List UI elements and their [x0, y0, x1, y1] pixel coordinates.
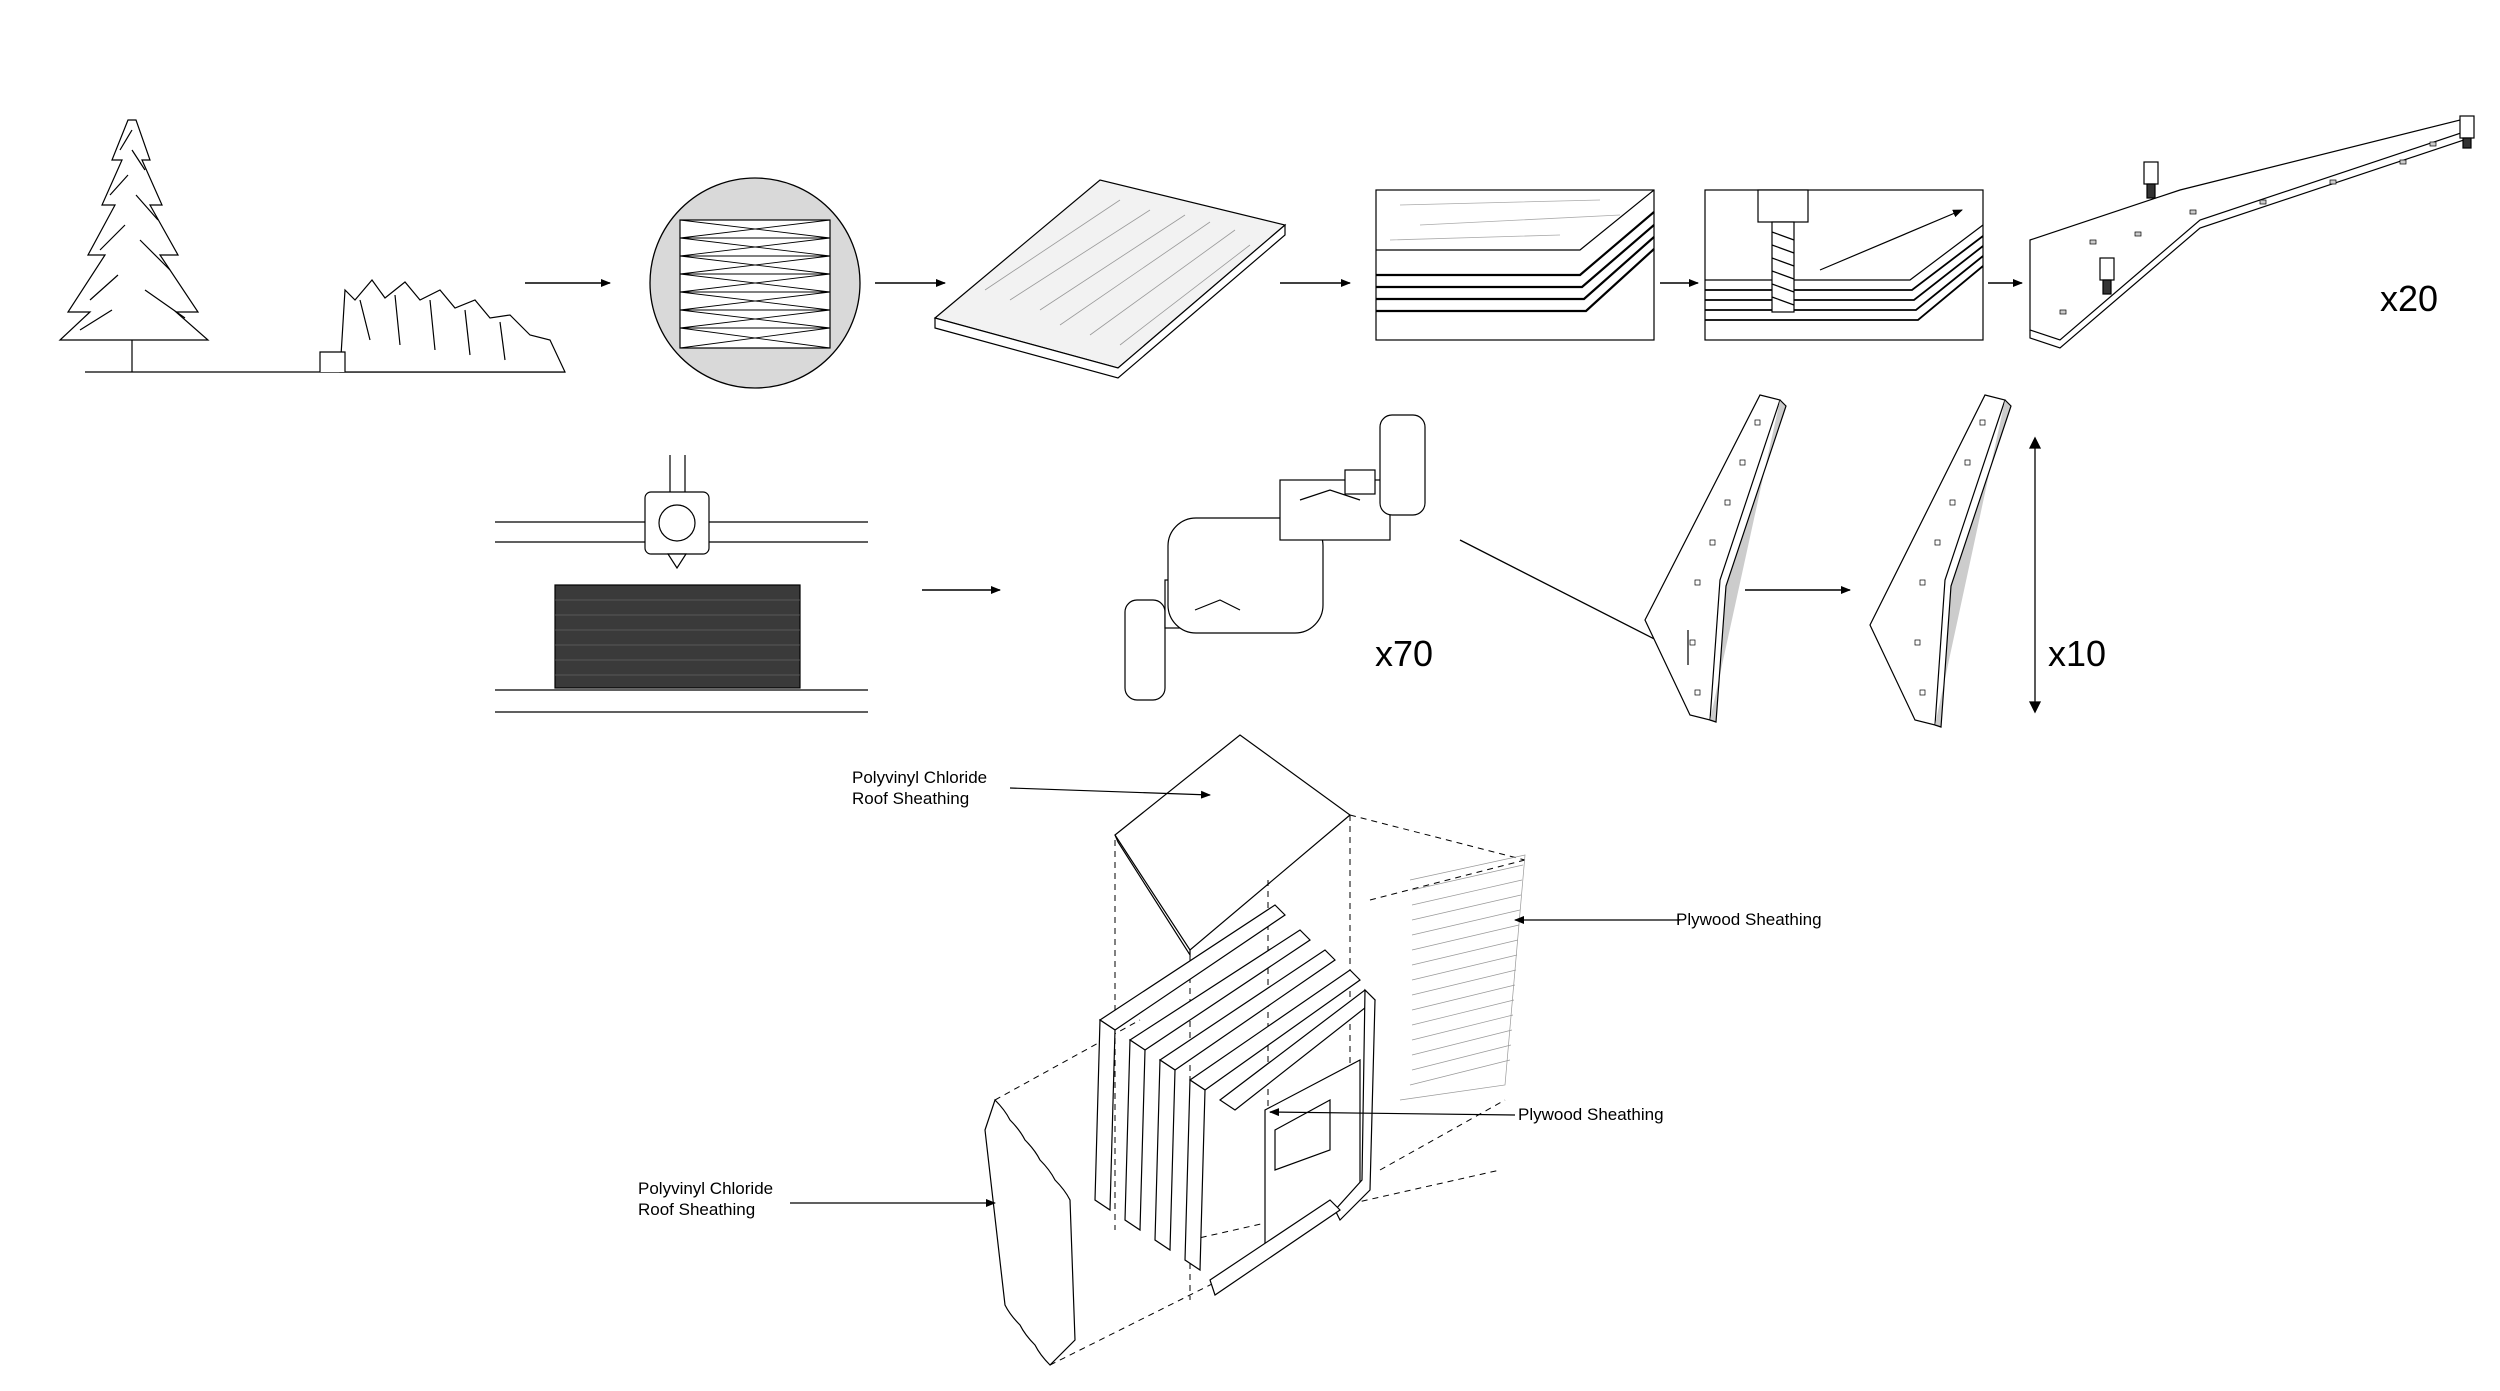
callout-roof-top-line1: Polyvinyl Chloride: [852, 768, 988, 787]
callout-roof-left: Polyvinyl Chloride Roof Sheathing: [638, 1178, 773, 1220]
callout-roof-top: Polyvinyl Chloride Roof Sheathing: [852, 767, 987, 809]
callout-roof-top-line2: Roof Sheathing: [852, 789, 970, 808]
rib-illustration-1: [1644, 394, 1787, 723]
connector-illustration: [1124, 414, 1426, 701]
callout-roof-left-line1: Polyvinyl Chloride: [638, 1179, 774, 1198]
arrow-7: [1459, 539, 1673, 649]
callout-roof-left-line2: Roof Sheathing: [638, 1200, 756, 1219]
height-dimension-line: [2028, 436, 2042, 714]
connector-count-label: x70: [1375, 633, 1434, 674]
felled-tree-illustration: [319, 279, 566, 373]
3d-printer-illustration: [495, 455, 868, 713]
cnc-panel-illustration: [2029, 115, 2475, 349]
plywood-sheet-illustration: [933, 179, 1287, 379]
rib-count-label: x10: [2048, 633, 2107, 674]
roof-sheet-left: [984, 1098, 1076, 1366]
plywood-layers-detail: [1375, 189, 1655, 341]
roof-sheet-top: [1114, 734, 1351, 958]
veneer-layers-icon: [649, 177, 861, 389]
leader-roof-top: [1009, 787, 1211, 799]
drilling-detail: [1704, 189, 1984, 341]
rib-assembly: [1094, 904, 1376, 1296]
callout-plywood-mid: Plywood Sheathing: [1518, 1105, 1664, 1124]
rib-illustration-2: [1869, 394, 2012, 728]
leader-plywood-mid: [1269, 1108, 1516, 1117]
callout-plywood-right: Plywood Sheathing: [1676, 910, 1822, 929]
panel-count-label: x20: [2380, 278, 2439, 319]
plywood-sheathing-stack: [1399, 854, 1526, 1101]
